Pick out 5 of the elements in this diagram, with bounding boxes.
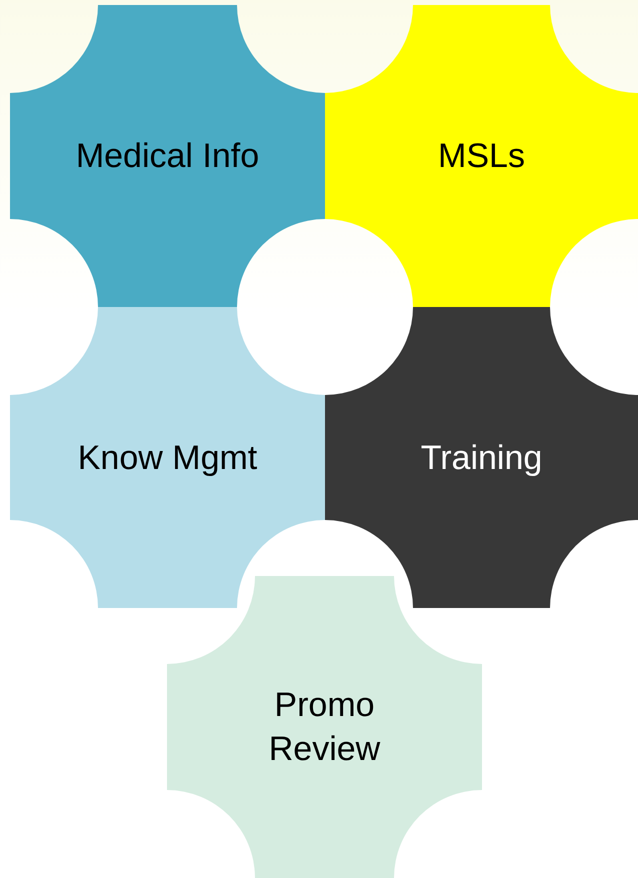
tile-label: Training — [420, 438, 544, 478]
tile-label: Know Mgmt — [76, 438, 258, 478]
tile-label: MSLs — [437, 136, 526, 177]
tile-label: Promo Review — [268, 685, 382, 770]
tile-label: Medical Info — [74, 136, 260, 177]
